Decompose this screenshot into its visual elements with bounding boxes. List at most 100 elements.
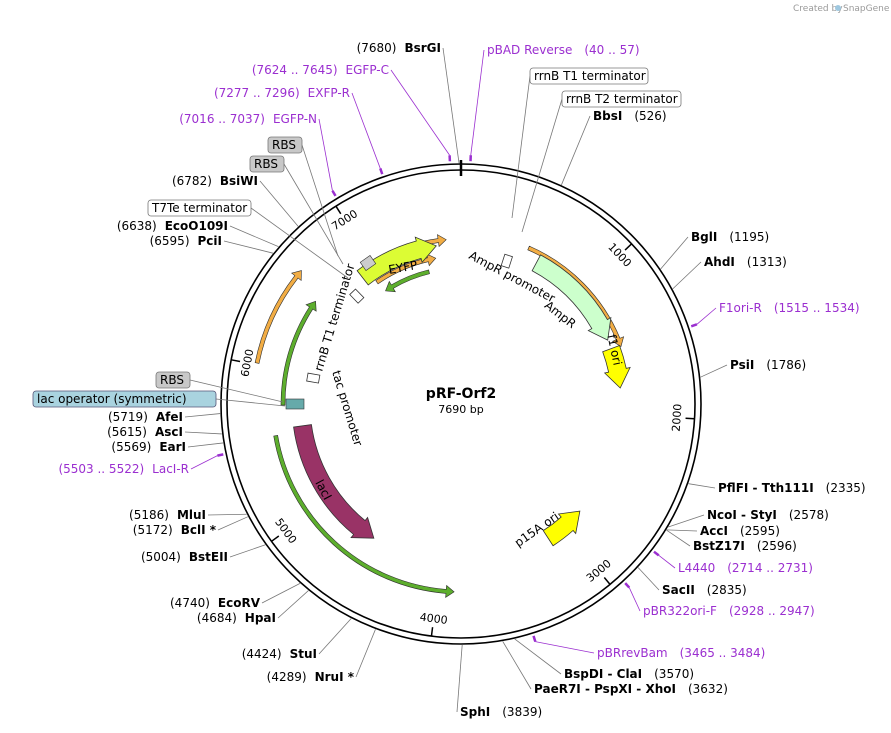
primer-pbad-reverse[interactable]: pBAD Reverse(40 .. 57) xyxy=(487,43,640,57)
tick-mark xyxy=(603,576,611,585)
site-leader xyxy=(688,483,716,489)
label-box xyxy=(249,155,285,173)
feature-ampr[interactable] xyxy=(531,254,612,341)
primer-coord: (3465 .. 3484) xyxy=(680,646,766,660)
site-acci[interactable]: AccI(2595) xyxy=(700,524,780,538)
label-box xyxy=(561,90,682,108)
site-ncoi-styi[interactable]: NcoI - StyI(2578) xyxy=(707,508,829,522)
primer-laci-r[interactable]: LacI-R(5503 .. 5522) xyxy=(58,462,189,476)
feature-p15a-ori[interactable] xyxy=(542,510,581,547)
boxed-label-rbs[interactable]: RBS xyxy=(155,371,191,389)
primer-mark xyxy=(532,635,537,643)
plasmid-size: 7690 bp xyxy=(438,403,483,416)
boxed-label-rbs[interactable]: RBS xyxy=(267,136,303,154)
site-ahdi[interactable]: AhdI(1313) xyxy=(704,255,787,269)
boxed-label-lac-operator-symmetric-[interactable]: lac operator (symmetric) xyxy=(32,390,217,408)
label-box xyxy=(529,67,649,85)
site-hpai[interactable]: HpaI(4684) xyxy=(197,611,276,625)
box-leader xyxy=(511,75,531,219)
site-name: AhdI xyxy=(704,255,735,269)
site-bgli[interactable]: BglI(1195) xyxy=(691,230,769,244)
primer-pbr322ori-f[interactable]: pBR322ori-F (2928 .. 2947) xyxy=(643,604,815,618)
site-ecoo109i[interactable]: EcoO109I(6638) xyxy=(117,219,228,233)
site-sacii[interactable]: SacII(2835) xyxy=(662,583,747,597)
feature-laci[interactable] xyxy=(293,424,375,539)
site-leader xyxy=(261,583,301,604)
site-leader xyxy=(668,514,705,528)
site-coord: (6595) xyxy=(150,234,190,248)
site-name: NcoI - StyI xyxy=(707,508,777,522)
site-bbsi[interactable]: BbsI(526) xyxy=(593,109,667,123)
small-feature-label: rrnB T1 terminator xyxy=(311,262,357,373)
site-name: StuI xyxy=(290,647,317,661)
site-bsteii[interactable]: BstEII(5004) xyxy=(141,550,228,564)
primer-pbrrevbam[interactable]: pBRrevBam(3465 .. 3484) xyxy=(597,646,765,660)
site-leader xyxy=(318,618,352,655)
site-bcli-[interactable]: BclI *(5172) xyxy=(133,523,217,537)
primer-egfp-c[interactable]: EGFP-C(7624 .. 7645) xyxy=(252,63,389,77)
site-name: PsiI xyxy=(730,358,754,372)
label-box xyxy=(147,199,252,217)
feature-f1-ori[interactable] xyxy=(602,345,631,389)
small-feature-mark xyxy=(500,253,513,269)
site-paer7i-pspxi-xhoi[interactable]: PaeR7I - PspXI - XhoI(3632) xyxy=(534,682,728,696)
snapgene-brand: Created by SnapGene xyxy=(793,4,890,14)
site-name: BsrGI xyxy=(404,41,441,55)
boxed-label-rbs[interactable]: RBS xyxy=(249,155,285,173)
site-leader xyxy=(672,261,702,290)
feature-label: f1 ori xyxy=(604,333,624,367)
label-text: rrnB T2 terminator xyxy=(566,92,678,106)
site-pflfi-tth111i[interactable]: PflFI - Tth111I(2335) xyxy=(718,481,866,495)
site-leader xyxy=(514,638,562,675)
site-afei[interactable]: AfeI(5719) xyxy=(108,410,183,424)
site-leader xyxy=(259,180,299,227)
primer-l4440[interactable]: L4440(2714 .. 2731) xyxy=(678,561,813,575)
site-name: BspDI - ClaI xyxy=(564,667,642,681)
box-leader xyxy=(521,98,563,233)
site-pcii[interactable]: PciI(6595) xyxy=(150,234,222,248)
boxed-label-rrnb-t1-terminator[interactable]: rrnB T1 terminator xyxy=(529,67,649,85)
site-name: SacII xyxy=(662,583,695,597)
label-box xyxy=(155,371,191,389)
site-coord: (2596) xyxy=(757,539,797,553)
tick-mark xyxy=(685,417,695,420)
primer-egfp-n[interactable]: EGFP-N(7016 .. 7037) xyxy=(179,112,317,126)
site-nrui-[interactable]: NruI *(4289) xyxy=(267,670,355,684)
site-bsiwi[interactable]: BsiWI(6782) xyxy=(172,174,258,188)
primer-mark xyxy=(690,323,698,328)
site-coord: (4289) xyxy=(267,670,307,684)
restriction-sites: BsrGI(7680) BbsI(526) BglI(1195) AhdI(1313)… xyxy=(107,41,866,719)
site-leader xyxy=(502,641,532,690)
site-name: EarI xyxy=(159,440,186,454)
site-psii[interactable]: PsiI(1786) xyxy=(730,358,806,372)
boxed-label-rrnb-t2-terminator[interactable]: rrnB T2 terminator xyxy=(561,90,682,108)
site-name: AfeI xyxy=(156,410,183,424)
boxed-label-t7te-terminator[interactable]: T7Te terminator xyxy=(147,199,252,217)
site-mlui[interactable]: MluI(5186) xyxy=(129,508,206,522)
primer-name: EGFP-C xyxy=(346,63,389,77)
primer-leader xyxy=(535,641,595,654)
site-stui[interactable]: StuI(4424) xyxy=(242,647,317,661)
tick-label: 2000 xyxy=(670,403,685,432)
site-sphi[interactable]: SphI(3839) xyxy=(460,705,542,719)
label-text: lac operator (symmetric) xyxy=(37,392,187,406)
site-name: BclI * xyxy=(181,523,217,537)
primer-name: pBR322ori-F xyxy=(643,604,717,618)
site-asci[interactable]: AscI(5615) xyxy=(107,425,183,439)
orf-arrow xyxy=(273,435,455,598)
primer-name: EXFP-R xyxy=(308,86,350,100)
primer-coord: (2928 .. 2947) xyxy=(729,604,815,618)
site-leader xyxy=(561,115,591,186)
tick-mark xyxy=(335,205,342,215)
site-bspdi-clai[interactable]: BspDI - ClaI(3570) xyxy=(564,667,694,681)
primer-f1ori-r[interactable]: F1ori-R(1515 .. 1534) xyxy=(719,301,860,315)
site-ecorv[interactable]: EcoRV(4740) xyxy=(170,596,261,610)
site-leader xyxy=(184,413,221,418)
small-feature-label: tac promoter xyxy=(329,369,365,448)
site-bstz17i[interactable]: BstZ17I(2596) xyxy=(693,539,797,553)
site-bsrgi[interactable]: BsrGI(7680) xyxy=(357,41,441,55)
site-eari[interactable]: EarI(5569) xyxy=(111,440,186,454)
primer-exfp-r[interactable]: EXFP-R(7277 .. 7296) xyxy=(214,86,350,100)
primer-name: EGFP-N xyxy=(273,112,317,126)
